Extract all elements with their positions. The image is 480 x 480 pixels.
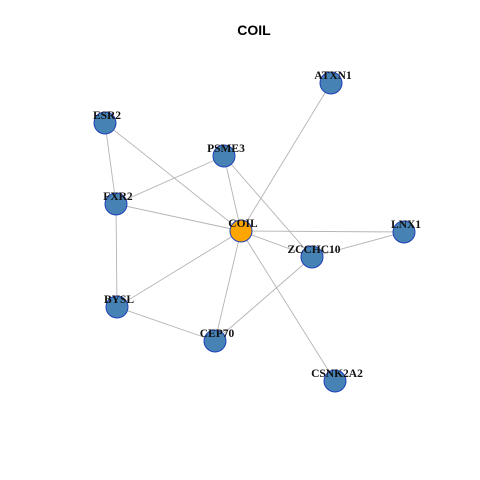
node-label-psme3: PSME3 — [207, 143, 245, 155]
node-fxr2: FXR2 — [103, 191, 133, 216]
edge-bysl-cep70 — [116, 306, 216, 342]
node-label-lnx1: LNX1 — [391, 219, 421, 231]
node-circle-atxn1 — [319, 71, 343, 95]
edge-coil-psme3 — [223, 155, 242, 232]
node-cep70: CEP70 — [200, 328, 235, 353]
edge-fxr2-bysl — [115, 203, 118, 308]
edge-psme3-zcchc10 — [223, 155, 313, 258]
edge-coil-bysl — [116, 230, 242, 308]
node-circle-fxr2 — [104, 192, 128, 216]
node-zcchc10: ZCCHC10 — [287, 244, 341, 269]
node-atxn1: ATXN1 — [314, 70, 352, 95]
edge-coil-fxr2 — [115, 203, 242, 232]
edge-coil-cep70 — [214, 230, 242, 342]
node-label-bysl: BYSL — [104, 294, 134, 306]
edge-coil-esr2 — [104, 122, 242, 232]
node-circle-coil — [229, 219, 253, 243]
node-label-esr2: ESR2 — [93, 110, 121, 122]
node-csnk2a2: CSNK2A2 — [311, 368, 363, 393]
node-circle-zcchc10 — [300, 245, 324, 269]
node-circle-csnk2a2 — [323, 369, 347, 393]
node-circle-cep70 — [203, 329, 227, 353]
node-circle-psme3 — [212, 144, 236, 168]
edge-coil-lnx1 — [240, 230, 405, 233]
edge-coil-csnk2a2 — [240, 230, 336, 382]
node-circle-esr2 — [93, 111, 117, 135]
edge-layer — [104, 82, 405, 382]
node-label-fxr2: FXR2 — [103, 191, 133, 203]
diagram-title: COIL — [237, 22, 271, 38]
edge-coil-atxn1 — [240, 82, 332, 232]
edge-cep70-zcchc10 — [214, 256, 313, 342]
node-label-cep70: CEP70 — [200, 328, 235, 340]
node-bysl: BYSL — [104, 294, 134, 319]
edge-psme3-fxr2 — [115, 155, 225, 205]
edge-zcchc10-lnx1 — [311, 231, 405, 258]
node-label-atxn1: ATXN1 — [314, 70, 352, 82]
edge-coil-zcchc10 — [240, 230, 313, 258]
node-label-coil: COIL — [228, 218, 258, 230]
node-psme3: PSME3 — [207, 143, 245, 168]
node-circle-bysl — [105, 295, 129, 319]
node-lnx1: LNX1 — [391, 219, 421, 244]
node-esr2: ESR2 — [93, 110, 121, 135]
edge-esr2-fxr2 — [104, 122, 117, 205]
node-label-csnk2a2: CSNK2A2 — [311, 368, 363, 380]
node-circle-lnx1 — [392, 220, 416, 244]
node-label-zcchc10: ZCCHC10 — [287, 244, 340, 256]
node-coil: COIL — [228, 218, 258, 243]
